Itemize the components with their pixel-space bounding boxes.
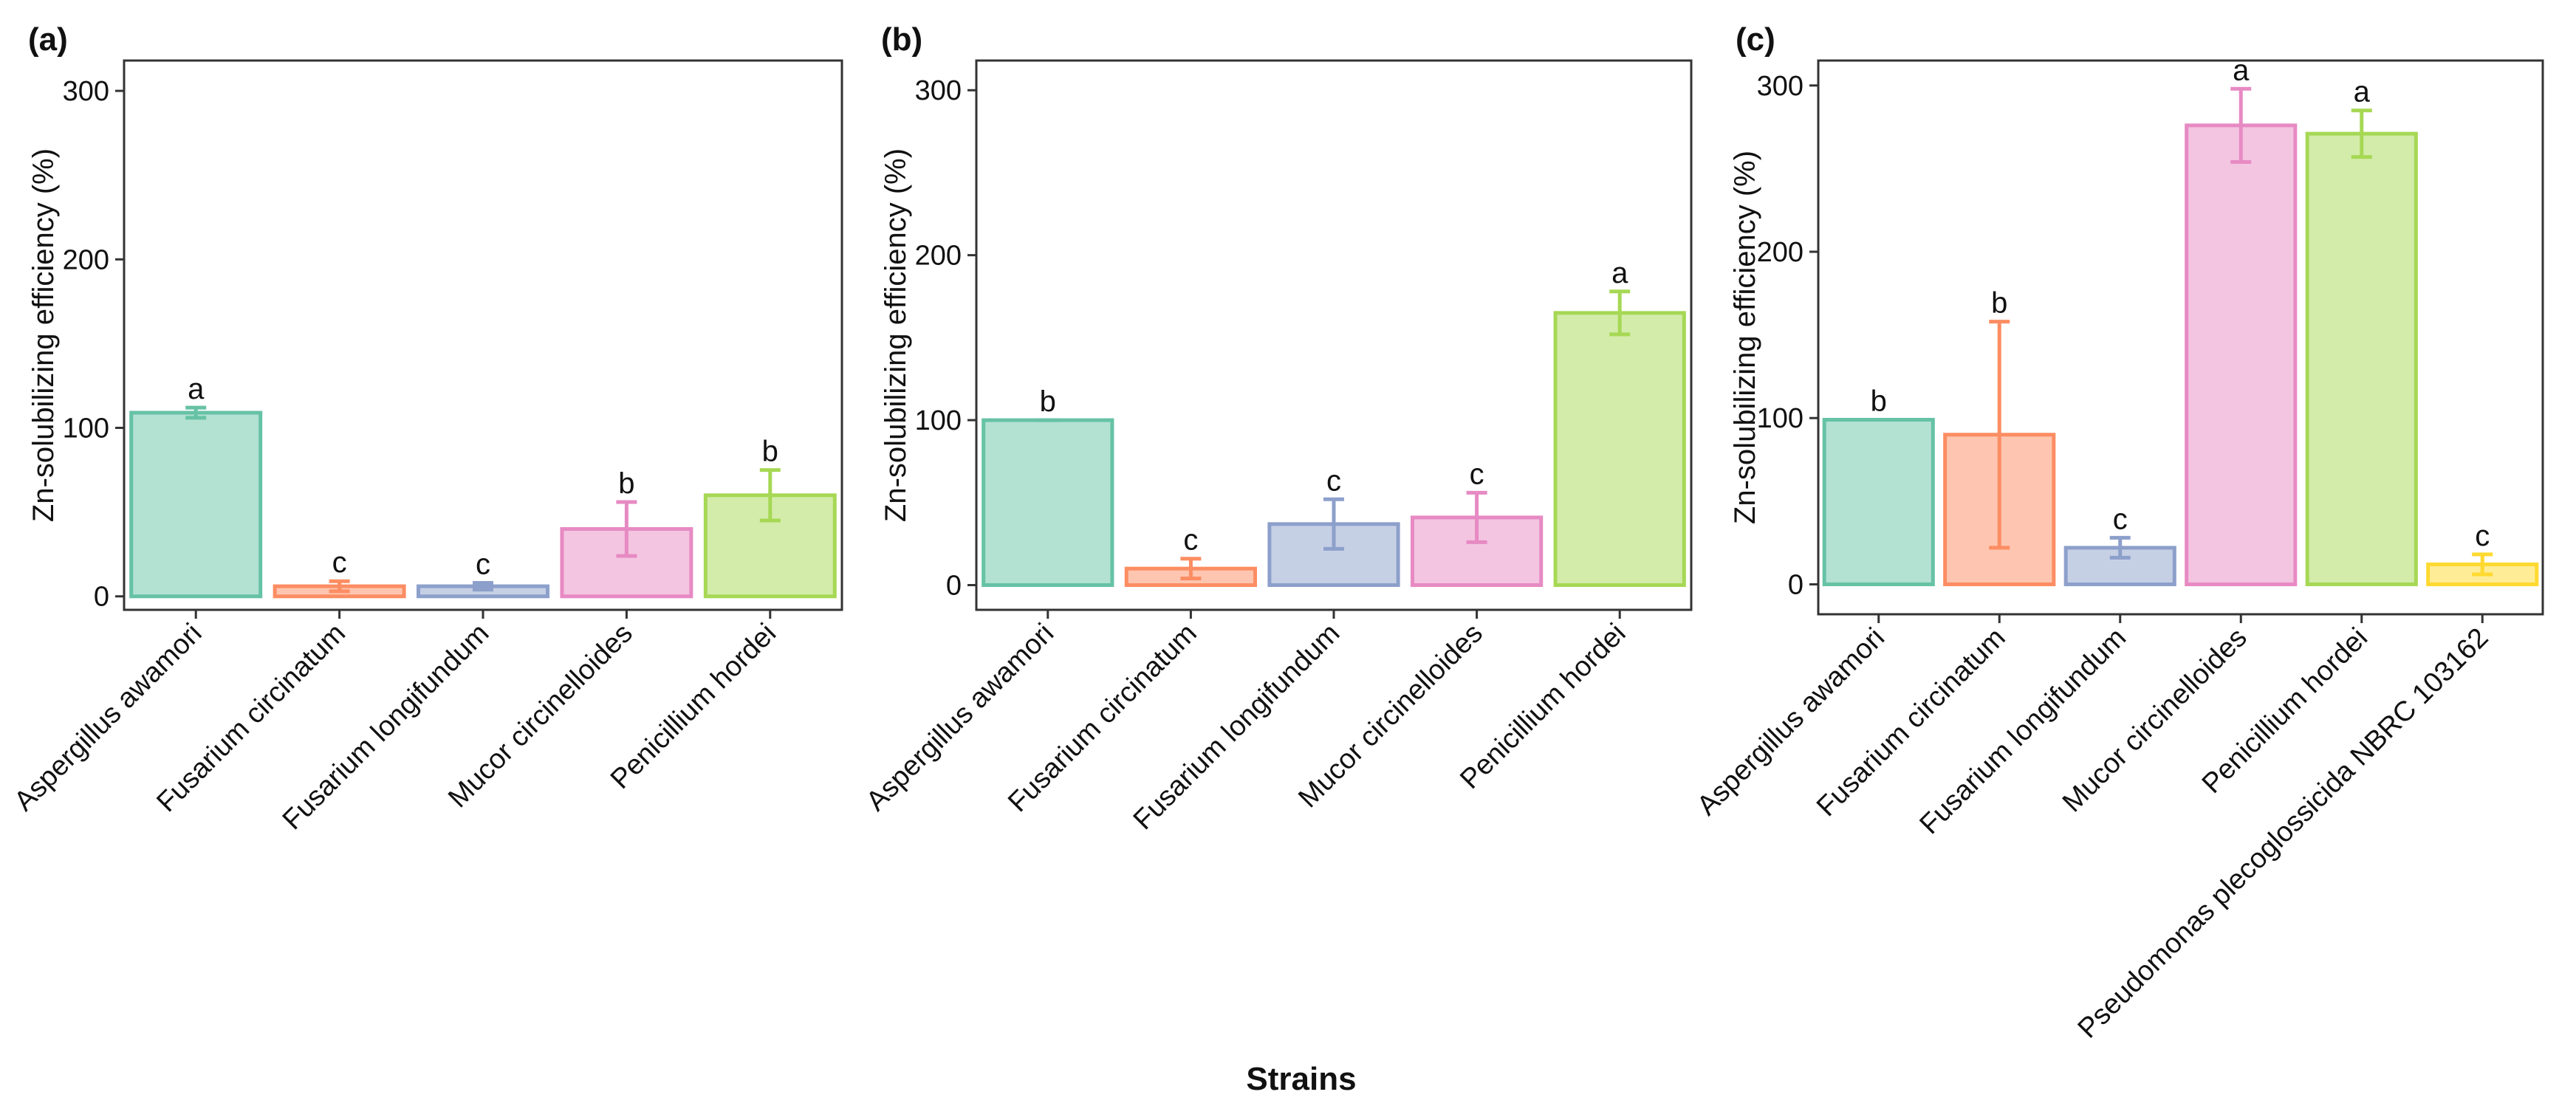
bar xyxy=(2305,131,2418,586)
y-tick-label: 300 xyxy=(63,76,109,107)
bar xyxy=(129,410,263,599)
significance-letter: c xyxy=(1326,464,1341,497)
significance-letter: c xyxy=(332,546,347,579)
significance-letter: b xyxy=(1871,385,1887,417)
panel-label: (c) xyxy=(1736,21,1775,58)
y-tick-label: 200 xyxy=(915,241,962,272)
category-label: Pseudomonas plecoglossicida NBRC 103162 xyxy=(2072,622,2495,1045)
significance-letter: b xyxy=(1040,385,1056,418)
y-tick-label: 0 xyxy=(1788,569,1803,600)
y-tick-label: 0 xyxy=(946,570,962,601)
bar xyxy=(2185,123,2298,586)
significance-letter: c xyxy=(1183,524,1198,557)
plot-frame xyxy=(975,59,1693,611)
significance-letter: a xyxy=(1611,257,1628,289)
y-tick-label: 300 xyxy=(915,75,962,106)
y-tick-label: 0 xyxy=(94,582,109,613)
y-axis-title: Zn-solubilizing efficiency (%) xyxy=(1729,151,1761,524)
significance-letter: a xyxy=(2354,76,2371,109)
bar xyxy=(982,418,1114,587)
panel-a: (a) Zn-solubilizing efficiency (%) 0 100 200… xyxy=(8,21,843,836)
bar xyxy=(1822,417,1935,586)
significance-letter: c xyxy=(1470,458,1484,490)
plot-frame xyxy=(123,59,843,611)
y-tick-label: 300 xyxy=(1757,71,1803,102)
panel-b: (b) Zn-solubilizing efficiency (%) 0 100 200… xyxy=(860,21,1693,836)
significance-letter: b xyxy=(618,467,634,500)
bar xyxy=(1553,311,1686,587)
category-label: Fusarium longifundum xyxy=(1914,622,2133,841)
y-axis-title: Zn-solubilizing efficiency (%) xyxy=(27,148,60,522)
significance-letter: c xyxy=(2475,520,2490,552)
y-tick-label: 100 xyxy=(1757,403,1803,434)
plot-frame xyxy=(1817,59,2544,616)
panel-c: (c) Zn-solubilizing efficiency (%) 0 100 200… xyxy=(1691,21,2544,1045)
significance-letter: b xyxy=(1991,287,2007,320)
y-tick-label: 100 xyxy=(63,413,109,444)
panels: (a) Zn-solubilizing efficiency (%) 0 100 200… xyxy=(8,21,2544,1045)
significance-letter: b xyxy=(762,436,778,468)
panel-label: (b) xyxy=(881,21,922,58)
y-tick-label: 200 xyxy=(63,244,109,275)
significance-letter: c xyxy=(2113,503,2128,535)
x-axis-title: Strains xyxy=(1246,1061,1356,1097)
significance-letter: c xyxy=(476,548,490,580)
y-tick-label: 100 xyxy=(915,405,962,436)
significance-letter: a xyxy=(2233,54,2250,86)
y-tick-label: 200 xyxy=(1757,237,1803,268)
panel-label: (a) xyxy=(28,21,68,58)
significance-letter: a xyxy=(188,373,205,405)
y-axis-title: Zn-solubilizing efficiency (%) xyxy=(880,148,912,522)
